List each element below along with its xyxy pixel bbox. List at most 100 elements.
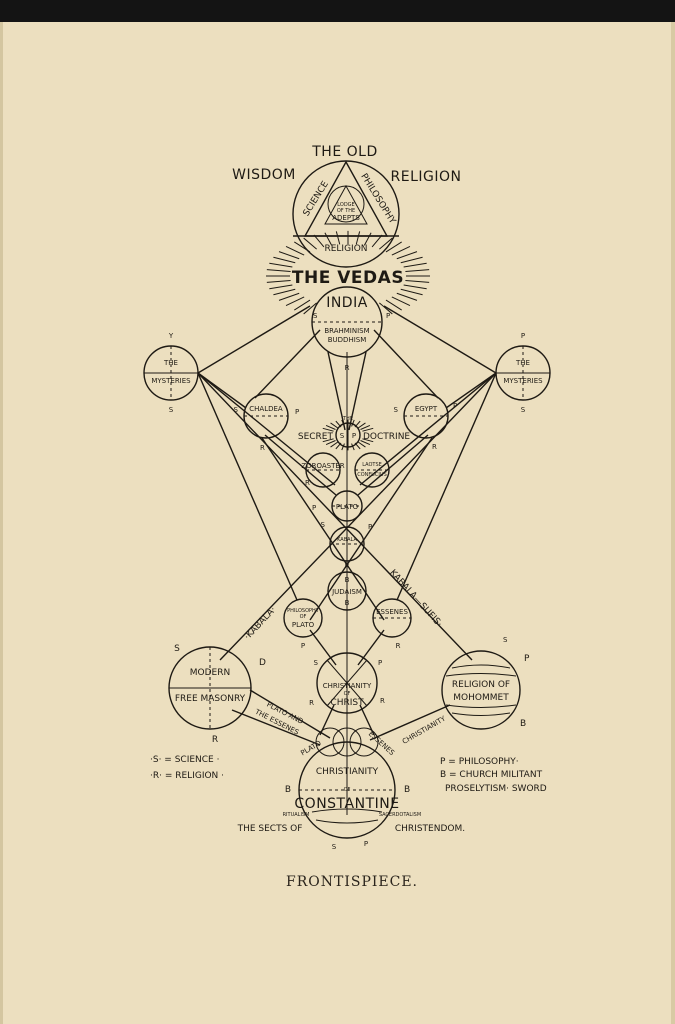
label-the-left: THE <box>163 359 178 367</box>
label-lodge: LODGE <box>337 202 354 208</box>
triple-circles: PLATO ESSENES CHRISTIANITY <box>299 714 447 757</box>
label-wisdom: WISDOM <box>232 167 296 183</box>
letter-p: P <box>364 840 368 848</box>
legend-right: P = PHILOSOPHY· B = CHURCH MILITANT PROS… <box>440 757 547 794</box>
ray-line <box>355 231 361 245</box>
ray-line <box>285 246 305 256</box>
label-laotse: LAOTSE <box>362 462 382 468</box>
ray-line <box>285 296 305 306</box>
label-philosophy-of: PHILOSOPHY <box>287 608 320 614</box>
label-doctrine: DOCTRINE <box>363 432 410 442</box>
label-christendom: CHRISTENDOM. <box>395 824 465 834</box>
ray-line <box>400 256 423 264</box>
label-chaldea: CHALDEA <box>249 405 283 413</box>
letter-p: P <box>453 402 457 410</box>
letter-b: B <box>404 785 410 795</box>
letter-r: R <box>305 479 310 487</box>
legend-philosophy: P = PHILOSOPHY· <box>440 757 519 767</box>
label-religion-of: RELIGION OF <box>452 680 510 690</box>
ray-line <box>357 441 366 448</box>
ray-line <box>396 292 418 301</box>
letter-b: B <box>345 576 350 584</box>
constantine-circle: CHRISTIANITY OF CONSTANTINE RITUALISM SA… <box>283 741 421 851</box>
label-the-right: THE <box>515 359 530 367</box>
ray-line <box>269 284 293 290</box>
ray-line <box>266 269 291 272</box>
label-brahminism: BRAHMINISM <box>324 327 369 335</box>
ray-line <box>403 284 427 290</box>
ray-line <box>322 427 334 432</box>
label-of-the: OF THE <box>337 208 355 214</box>
ray-line <box>400 288 423 296</box>
label-judaism: JUDAISM <box>331 588 362 596</box>
ray-line <box>379 237 393 250</box>
philosophy-of-plato-circle: PHILOSOPHY OF PLATO P <box>283 598 323 650</box>
ray-line <box>273 288 296 296</box>
label-confucius: CONFUCIUS <box>357 472 387 478</box>
ray-line <box>391 246 411 256</box>
secret-doctrine-rays <box>322 419 374 451</box>
ray-line <box>385 299 402 311</box>
letter-p: P <box>524 654 530 664</box>
egypt-circle: EGYPT S P R <box>394 393 457 451</box>
ray-line <box>324 232 333 246</box>
label-of-const: OF <box>344 787 351 793</box>
letter-s: S <box>174 644 180 654</box>
letter-r: R <box>380 697 385 705</box>
kabala-circle: KABALA S P <box>321 521 372 562</box>
old-wisdom-religion-header: THE OLD WISDOM RELIGION <box>232 144 461 185</box>
ray-line <box>360 424 371 430</box>
chaldea-circle: CHALDEA S P R <box>234 393 299 452</box>
label-egypt: EGYPT <box>415 405 438 413</box>
letter-r: R <box>260 444 265 452</box>
ray-line <box>266 280 291 283</box>
india-circle: INDIA BRAHMINISM BUDDHISM S P R <box>311 286 390 372</box>
letter-r: R <box>212 735 218 745</box>
label-sects-of: THE SECTS OF <box>237 824 303 834</box>
ray-line <box>385 241 402 253</box>
letter-r: R <box>345 562 350 570</box>
letter-r: R <box>432 443 437 451</box>
letter-d: D <box>259 658 266 668</box>
letter-p: P <box>378 659 382 667</box>
letter-s: S <box>313 312 318 320</box>
label-ritualism: RITUALISM <box>283 812 310 818</box>
legend-science: ·S· = SCIENCE · <box>150 755 219 765</box>
letter-s: S <box>503 636 508 644</box>
legend-left: ·S· = SCIENCE · ·R· = RELIGION · <box>150 755 224 781</box>
ray-line <box>325 424 336 430</box>
label-sacerdotalism: SACERDOTALISM <box>379 812 421 818</box>
label-essenes: ESSENES <box>376 608 408 616</box>
ray-line <box>303 302 317 315</box>
letter-b: B <box>285 785 291 795</box>
mysteries-left-circle: THE MYSTERIES Y S <box>143 332 199 414</box>
letter-s: S <box>314 659 319 667</box>
label-the-vedas: THE VEDAS <box>292 268 404 288</box>
legend-proselytism-sword: PROSELYTISM· SWORD <box>445 784 547 794</box>
label-constantine: CONSTANTINE <box>294 796 399 812</box>
letter-p: P <box>312 504 316 512</box>
ray-line <box>351 419 355 427</box>
letter-p: P <box>368 523 372 531</box>
ray-line <box>322 438 334 443</box>
letter-b: B <box>345 599 350 607</box>
top-scan-border <box>0 0 675 22</box>
ray-line <box>379 302 393 315</box>
label-christianity-const: CHRISTIANITY <box>316 767 379 777</box>
ray-line <box>391 296 411 306</box>
plato-circle: PLATO P R <box>305 479 363 522</box>
mysteries-right-circle: THE MYSTERIES P S <box>495 332 551 414</box>
ray-line <box>278 251 300 260</box>
ray-line <box>273 256 296 264</box>
label-science: SCIENCE <box>302 179 331 218</box>
letter-p: P <box>521 332 525 340</box>
label-religion-top: RELIGION <box>391 169 462 185</box>
letter-y: Y <box>168 332 174 340</box>
essenes-circle: ESSENES R <box>372 598 412 650</box>
secret-doctrine-circle: THE SECRET DOCTRINE S P <box>298 416 410 448</box>
letter-s: S <box>234 406 239 414</box>
left-page-edge <box>0 22 3 1024</box>
ray-line <box>278 292 300 301</box>
free-masonry-circle: MODERN FREE MASONRY S D R <box>168 644 266 745</box>
